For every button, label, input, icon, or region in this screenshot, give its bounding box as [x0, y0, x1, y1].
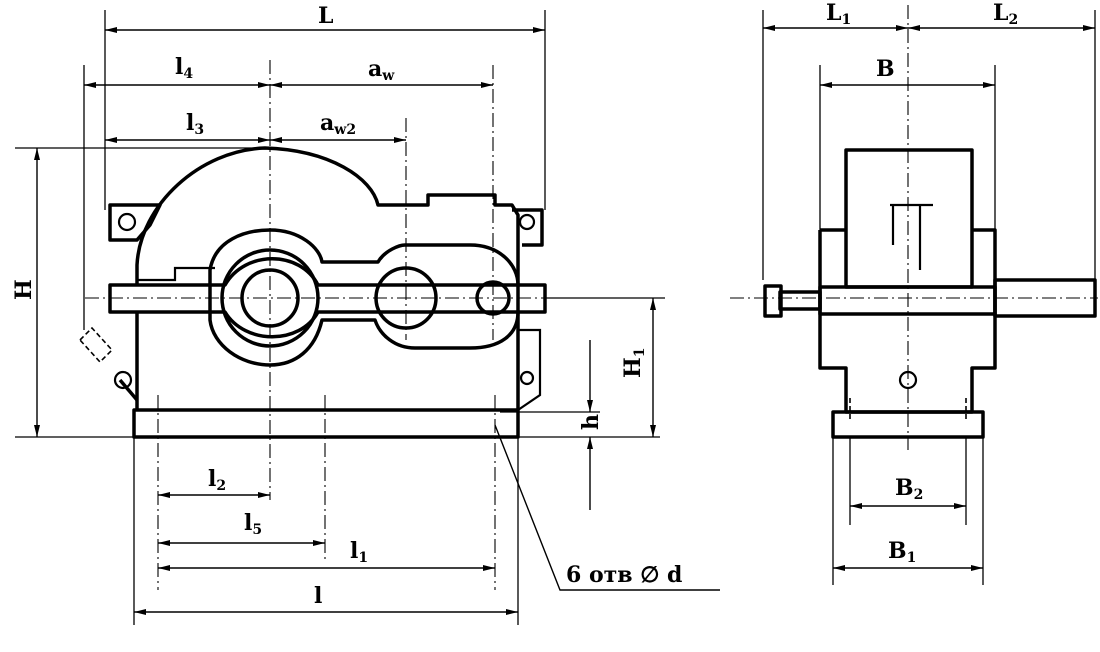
- label-L2: L2: [993, 0, 1018, 28]
- oil-gauge: [78, 326, 114, 364]
- label-L1: L1: [826, 0, 851, 28]
- label-l2: l2: [208, 466, 226, 494]
- side-left-shaft: [778, 290, 822, 311]
- right-lug: [512, 208, 544, 247]
- side-left-shaft-end: [763, 284, 783, 318]
- side-hole: [519, 370, 535, 386]
- label-B: B: [876, 56, 895, 82]
- label-H1: H1: [620, 347, 648, 378]
- label-B1: B1: [888, 538, 916, 566]
- cover-step-line: [137, 266, 215, 282]
- lug-hole: [518, 213, 536, 231]
- output-shaft-outer: [220, 248, 320, 348]
- base-plate: [132, 408, 520, 439]
- left-slope: [118, 378, 139, 402]
- label-h: h: [578, 414, 604, 430]
- label-l3: l3: [186, 110, 204, 138]
- holes-leader: [494, 424, 720, 591]
- right-side-lower: [517, 328, 542, 411]
- label-B2: B2: [895, 475, 923, 503]
- label-aw2: aw2: [320, 110, 356, 138]
- front-view: L l4 aw l3 aw2 H H1 h l2 l5 l1 l 6 отв ∅…: [11, 3, 720, 625]
- housing-base-outline: [135, 312, 520, 410]
- label-H: H: [11, 279, 37, 300]
- label-l1: l1: [350, 538, 368, 566]
- drain-plug: [113, 370, 133, 390]
- label-l4: l4: [175, 54, 193, 82]
- side-upper-block: [844, 148, 974, 289]
- side-view: L1 L2 B B2 B1: [730, 0, 1098, 585]
- label-l5: l5: [244, 510, 262, 538]
- left-lug: [108, 203, 162, 242]
- housing-cover-outline: [135, 146, 520, 285]
- lug-hole: [117, 212, 137, 232]
- label-aw: aw: [368, 56, 395, 84]
- label-holes: 6 отв ∅ d: [566, 562, 682, 588]
- label-l: l: [314, 583, 322, 609]
- label-L: L: [318, 3, 333, 29]
- side-inner-detail: [890, 203, 933, 270]
